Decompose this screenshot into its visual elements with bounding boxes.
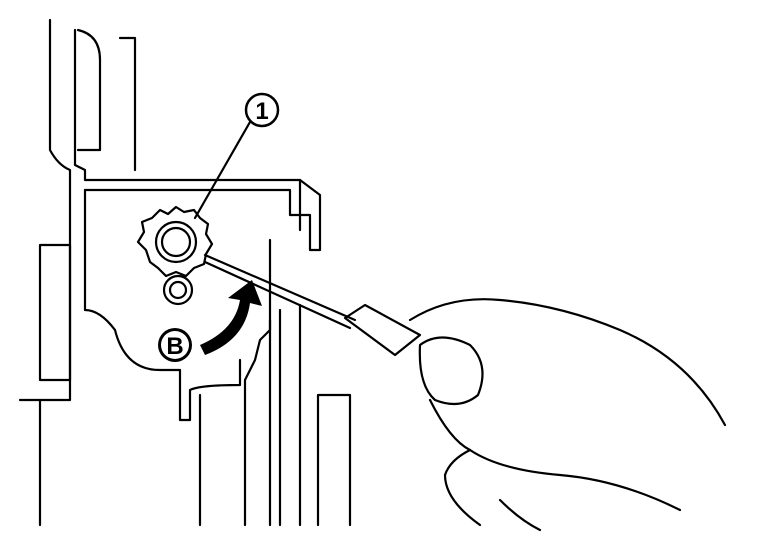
hand xyxy=(408,298,727,532)
direction-label: B xyxy=(158,328,192,362)
screwdriver xyxy=(203,253,422,357)
part-callout: 1 xyxy=(193,92,280,220)
adjusting-nut xyxy=(136,205,214,306)
direction-label-text: B xyxy=(166,333,183,360)
part-number-label: 1 xyxy=(255,98,268,125)
rotation-arrow xyxy=(200,280,262,355)
housing xyxy=(18,18,352,527)
